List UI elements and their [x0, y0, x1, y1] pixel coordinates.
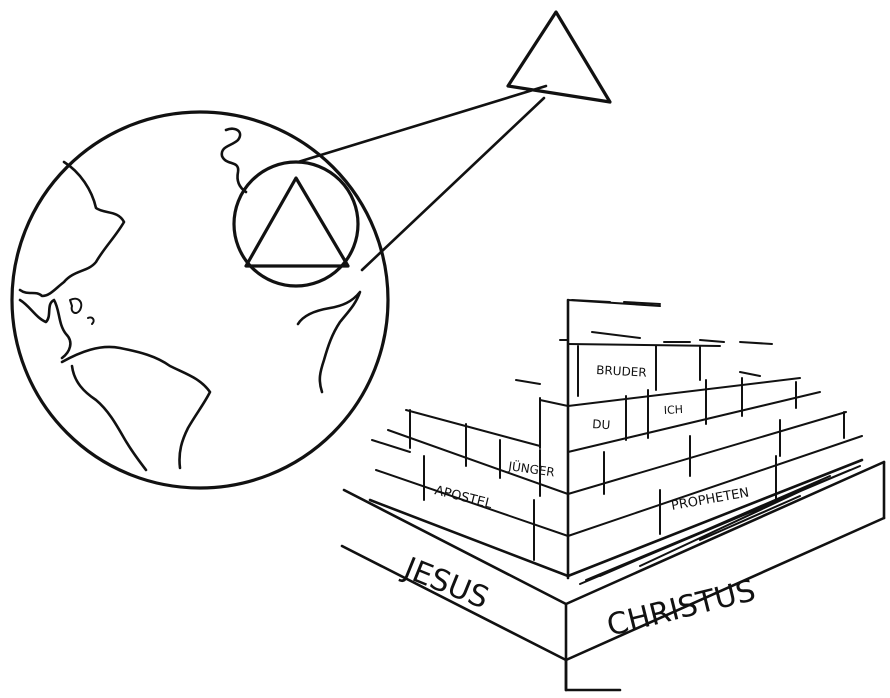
globe-outline — [12, 112, 388, 488]
south-america-west — [72, 366, 146, 470]
label-juenger: JÜNGER — [507, 457, 556, 479]
globe — [12, 112, 388, 488]
caribbean-islands — [70, 299, 94, 324]
wall-base — [370, 460, 862, 576]
greenland-coast — [222, 129, 246, 192]
left-bricks — [410, 398, 540, 560]
north-america-coast — [20, 162, 124, 296]
triangle-icon — [508, 12, 610, 102]
zoom-line-lower — [362, 98, 544, 270]
label-christus: CHRISTUS — [603, 573, 759, 644]
foundation-bottom — [566, 660, 620, 690]
label-bruder: BRUDER — [596, 363, 647, 380]
florida-gulf — [20, 300, 70, 358]
small-triangle-icon — [246, 178, 348, 266]
zoom-line-upper — [298, 86, 546, 162]
label-apostel: APOSTEL — [433, 483, 494, 512]
africa-coast — [298, 292, 360, 392]
label-du: DU — [592, 417, 611, 432]
label-ich: ICH — [663, 403, 683, 417]
